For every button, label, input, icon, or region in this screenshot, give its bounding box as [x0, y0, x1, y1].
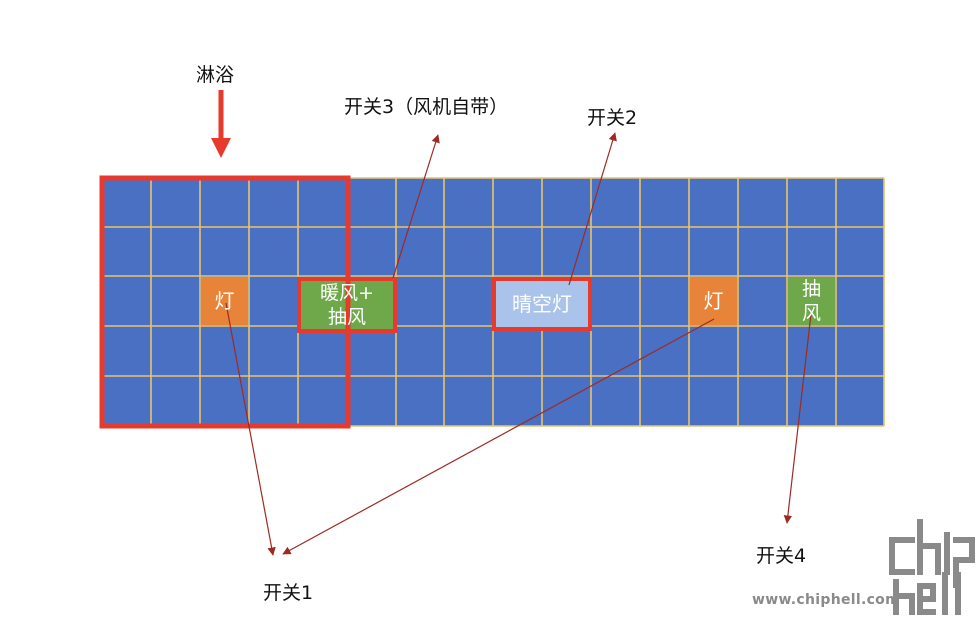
exhaust-tile	[788, 277, 835, 325]
lamp-left-tile	[201, 277, 248, 325]
shower-area-outline	[99, 175, 351, 429]
exhaust-label: 抽 风	[801, 278, 821, 324]
switch2-label: 开关2	[587, 107, 638, 129]
arrow-switch3	[392, 134, 440, 279]
lamp-right-tile	[690, 277, 737, 325]
switch4-label: 开关4	[756, 545, 807, 567]
arrow-switch4	[783, 313, 812, 524]
connector-arrows	[225, 132, 812, 556]
shower-arrow	[211, 90, 231, 158]
lamp-left-label: 灯	[214, 289, 235, 313]
shower-label: 淋浴	[196, 64, 235, 86]
arrow-switch1-from-right-lamp	[282, 318, 715, 555]
switch1-label: 开关1	[263, 582, 314, 604]
chiphell-logo	[889, 519, 975, 615]
watermark-url: www.chiphell.com	[752, 592, 900, 608]
switch3-label: 开关3（风机自带）	[344, 96, 509, 118]
heater-label: 暖风+ 抽风	[320, 282, 374, 328]
skylight-tile	[492, 277, 592, 331]
arrow-switch1-from-left-lamp	[225, 302, 276, 556]
lamp-right-label: 灯	[703, 289, 724, 313]
skylight-label: 晴空灯	[512, 292, 572, 316]
arrow-switch2	[568, 132, 617, 286]
